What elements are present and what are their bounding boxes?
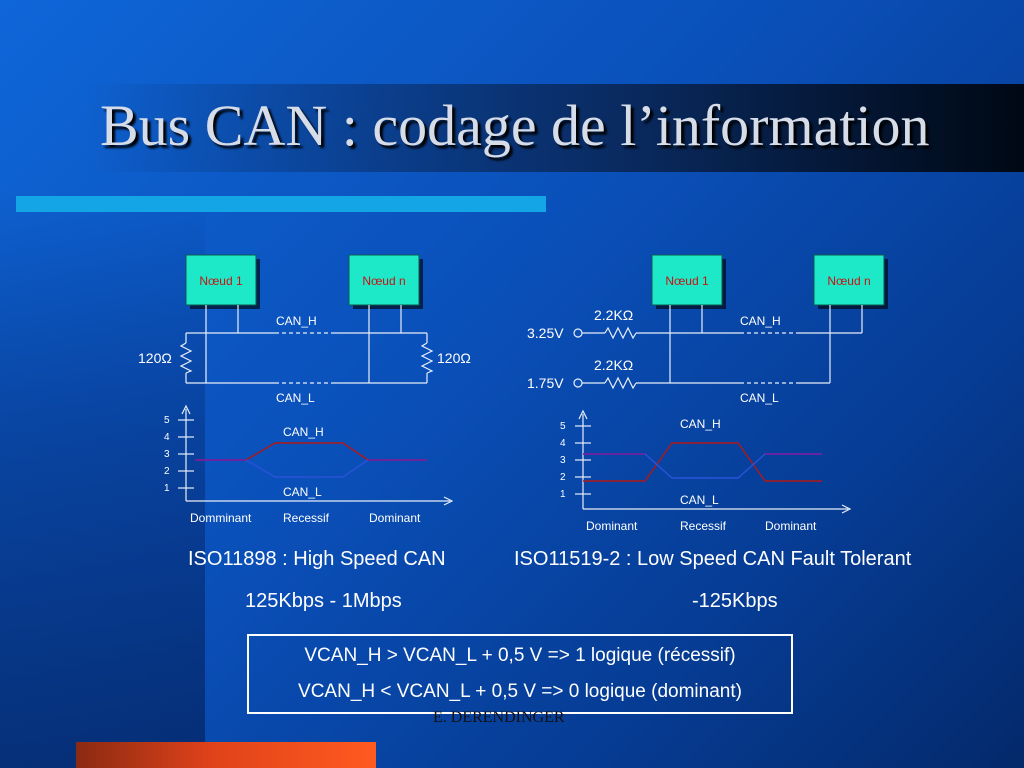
right-y-tick-5: 5: [560, 421, 566, 432]
left-termination-resistor-label: 120Ω: [138, 350, 172, 366]
right-can-h-trace: [583, 442, 822, 482]
pullup-voltage-label: 3.25V: [527, 325, 564, 341]
right-wave-can-l-label: CAN_L: [680, 493, 719, 507]
right-can-l-trace: [583, 453, 822, 479]
left-standard-caption: ISO11898 : High Speed CAN: [188, 548, 446, 570]
left-shade-band: [0, 190, 205, 768]
right-node-n-box: [813, 254, 885, 306]
left-node-n-box: [348, 254, 420, 306]
right-state-2: Recessif: [680, 519, 727, 533]
left-y-tick-2: 2: [164, 466, 170, 477]
pullup-resistor-label: 2.2KΩ: [594, 307, 633, 323]
right-wave-can-h-label: CAN_H: [680, 417, 721, 431]
right-y-tick-2: 2: [560, 472, 566, 483]
right-y-tick-1: 1: [560, 489, 566, 500]
left-y-tick-5: 5: [164, 415, 170, 426]
left-y-tick-1: 1: [164, 483, 170, 494]
pulldown-resistor-label: 2.2KΩ: [594, 357, 633, 373]
right-can-l-label: CAN_L: [740, 391, 779, 405]
left-state-2: Recessif: [283, 511, 330, 525]
left-y-tick-3: 3: [164, 449, 170, 460]
right-node-1-label: Nœud 1: [665, 274, 709, 288]
left-wave-can-h-label: CAN_H: [283, 425, 324, 439]
left-can-h-trace: [195, 442, 427, 461]
right-can-h-label: CAN_H: [740, 314, 781, 328]
right-speed-caption: -125Kbps: [692, 590, 778, 612]
right-waveform: 5 4 3 2 1 CAN_H CAN_L Dominant Recessif …: [560, 409, 852, 533]
right-state-1: Dominant: [586, 519, 638, 533]
title-banner: [85, 84, 1024, 172]
logic-rules-box: VCAN_H > VCAN_L + 0,5 V => 1 logique (ré…: [247, 634, 793, 714]
rule-recessive: VCAN_H > VCAN_L + 0,5 V => 1 logique (ré…: [304, 645, 736, 666]
left-bus-schematic: Nœud 1 Nœud n CAN_H CAN_L: [138, 254, 471, 405]
slide-title: Bus CAN : codage de l’information: [100, 93, 930, 158]
left-waveform: 5 4 3 2 1 CAN_H CAN_L Domminant Recessif…: [164, 404, 454, 525]
left-node-1-label: Nœud 1: [199, 274, 243, 288]
footer-accent-bar: [76, 742, 376, 768]
left-node-1-box: [185, 254, 257, 306]
author-footer: E. DERENDINGER: [433, 709, 565, 726]
right-standard-caption: ISO11519-2 : Low Speed CAN Fault Toleran…: [514, 548, 912, 570]
right-node-n-label: Nœud n: [827, 274, 870, 288]
title-accent-line: [16, 196, 546, 212]
right-bus-schematic: Nœud 1 Nœud n 2.2KΩ 2.2KΩ: [527, 254, 888, 405]
right-state-3: Dominant: [765, 519, 817, 533]
left-node-n-label: Nœud n: [362, 274, 405, 288]
left-state-1: Domminant: [190, 511, 252, 525]
right-node-1-box: [651, 254, 723, 306]
right-y-tick-3: 3: [560, 455, 566, 466]
left-state-3: Dominant: [369, 511, 421, 525]
left-can-l-trace: [195, 459, 427, 478]
left-y-tick-4: 4: [164, 432, 170, 443]
rule-dominant: VCAN_H < VCAN_L + 0,5 V => 0 logique (do…: [298, 681, 742, 702]
left-speed-caption: 125Kbps - 1Mbps: [245, 590, 402, 612]
pulldown-voltage-label: 1.75V: [527, 375, 564, 391]
right-y-tick-4: 4: [560, 438, 566, 449]
left-can-h-label: CAN_H: [276, 314, 317, 328]
left-can-l-label: CAN_L: [276, 391, 315, 405]
right-termination-resistor-label: 120Ω: [437, 350, 471, 366]
left-wave-can-l-label: CAN_L: [283, 485, 322, 499]
